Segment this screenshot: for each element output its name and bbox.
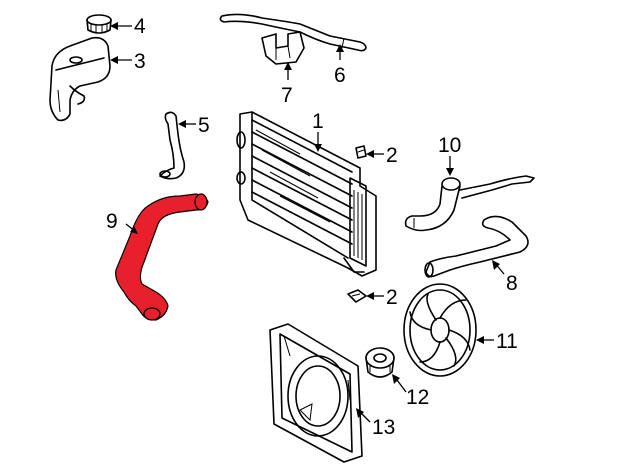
lower-radiator-hose (424, 215, 529, 278)
overflow-hose (219, 13, 367, 52)
callout-12: 12 (406, 386, 429, 409)
callout-8: 8 (506, 272, 518, 295)
radiator-clip-upper (355, 145, 367, 159)
radiator-clip-lower (347, 289, 367, 303)
highlighted-heater-hose (115, 193, 209, 321)
callout-1: 1 (312, 110, 324, 133)
leader-lines (110, 22, 505, 423)
fan-shroud (269, 323, 363, 463)
callout-13: 13 (372, 416, 395, 439)
callout-2-lower: 2 (386, 286, 398, 309)
callout-7: 7 (281, 84, 293, 107)
reservoir-bracket (261, 31, 305, 65)
callout-6: 6 (334, 64, 346, 87)
upper-radiator-hose (404, 175, 535, 232)
small-hose (159, 111, 186, 180)
callout-2-upper: 2 (386, 144, 398, 167)
cooling-fan (403, 283, 477, 377)
coolant-reservoir (49, 36, 111, 122)
callout-11: 11 (496, 330, 518, 353)
callout-9: 9 (106, 210, 118, 233)
fan-motor (365, 347, 395, 378)
callout-3: 3 (134, 50, 146, 73)
callout-10: 10 (438, 134, 461, 157)
radiator (236, 111, 377, 277)
reservoir-cap (86, 14, 112, 34)
callout-5: 5 (198, 114, 210, 137)
callout-4: 4 (134, 15, 146, 38)
